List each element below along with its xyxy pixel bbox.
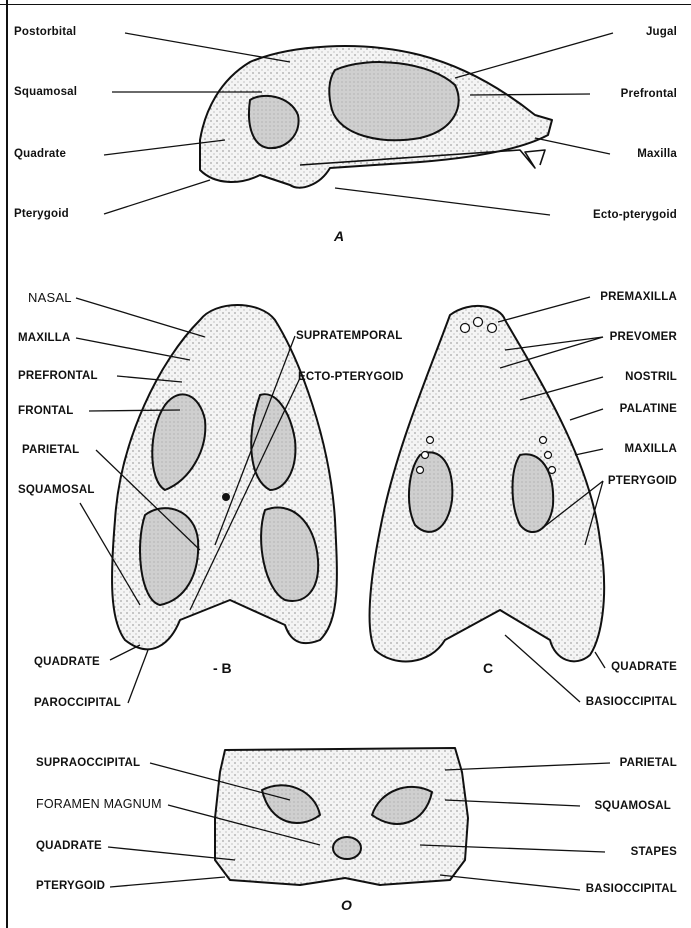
- view-letter-d: O: [341, 897, 352, 913]
- label-parietal-d: PARIETAL: [620, 757, 677, 770]
- label-squamosal-a: Squamosal: [14, 86, 77, 99]
- label-premaxilla: PREMAXILLA: [600, 291, 677, 304]
- label-paroccipital: PAROCCIPITAL: [34, 697, 121, 710]
- label-quadrate-b: QUADRATE: [34, 656, 100, 669]
- view-letter-c: C: [483, 660, 493, 676]
- label-frontal: FRONTAL: [18, 405, 73, 418]
- label-prefrontal-b: PREFRONTAL: [18, 370, 98, 383]
- label-quadrate-d: QUADRATE: [36, 840, 102, 853]
- label-basioccipital-c: BASIOCCIPITAL: [586, 696, 677, 709]
- label-maxilla-b: MAXILLA: [18, 332, 71, 345]
- label-pterygoid-d: PTERYGOID: [36, 880, 105, 893]
- label-supratemporal: SUPRATEMPORAL: [296, 330, 403, 343]
- label-maxilla-a: Maxilla: [637, 148, 677, 161]
- label-prefrontal-a: Prefrontal: [621, 88, 677, 101]
- view-b-dorsal-skull: [112, 305, 337, 649]
- view-letter-b: - B: [213, 660, 232, 676]
- view-letter-a: A: [334, 228, 344, 244]
- pineal-foramen: [223, 494, 229, 500]
- label-quadrate-c: QUADRATE: [611, 661, 677, 674]
- label-squamosal-b: SQUAMOSAL: [18, 484, 95, 497]
- label-ecto-pterygoid-b: ECTO-PTERYGOID: [298, 371, 404, 384]
- label-parietal-b: PARIETAL: [22, 444, 79, 457]
- label-pterygoid-c: PTERYGOID: [608, 475, 677, 488]
- label-nostril: NOSTRIL: [625, 371, 677, 384]
- interpterygoid-vacuity-left: [409, 452, 452, 531]
- label-prevomer: PREVOMER: [610, 331, 677, 344]
- label-nasal: NASAL: [28, 291, 72, 304]
- label-postorbital: Postorbital: [14, 26, 76, 39]
- foramen-magnum-d: [333, 837, 361, 859]
- label-squamosal-d: SQUAMOSAL: [594, 800, 671, 813]
- label-basioccipital-d: BASIOCCIPITAL: [586, 883, 677, 896]
- label-jugal: Jugal: [646, 26, 677, 39]
- label-pterygoid-a: Pterygoid: [14, 208, 69, 221]
- skull-d-outline: [215, 748, 468, 885]
- label-palatine: PALATINE: [620, 403, 677, 416]
- label-foramen-magnum: FORAMEN MAGNUM: [36, 798, 162, 811]
- view-d-occipital-skull: [215, 748, 468, 885]
- label-stapes: STAPES: [631, 846, 677, 859]
- view-a-lateral-skull: [200, 46, 552, 188]
- skull-c-outline: [370, 306, 605, 662]
- orbit-a: [329, 62, 458, 140]
- label-quadrate-a: Quadrate: [14, 148, 66, 161]
- label-maxilla-c: MAXILLA: [624, 443, 677, 456]
- temporal-fenestra-a: [249, 96, 299, 148]
- label-supraoccipital: SUPRAOCCIPITAL: [36, 757, 140, 770]
- label-ecto-pterygoid-a: Ecto-pterygoid: [593, 209, 677, 222]
- view-c-palatal-skull: [370, 306, 605, 662]
